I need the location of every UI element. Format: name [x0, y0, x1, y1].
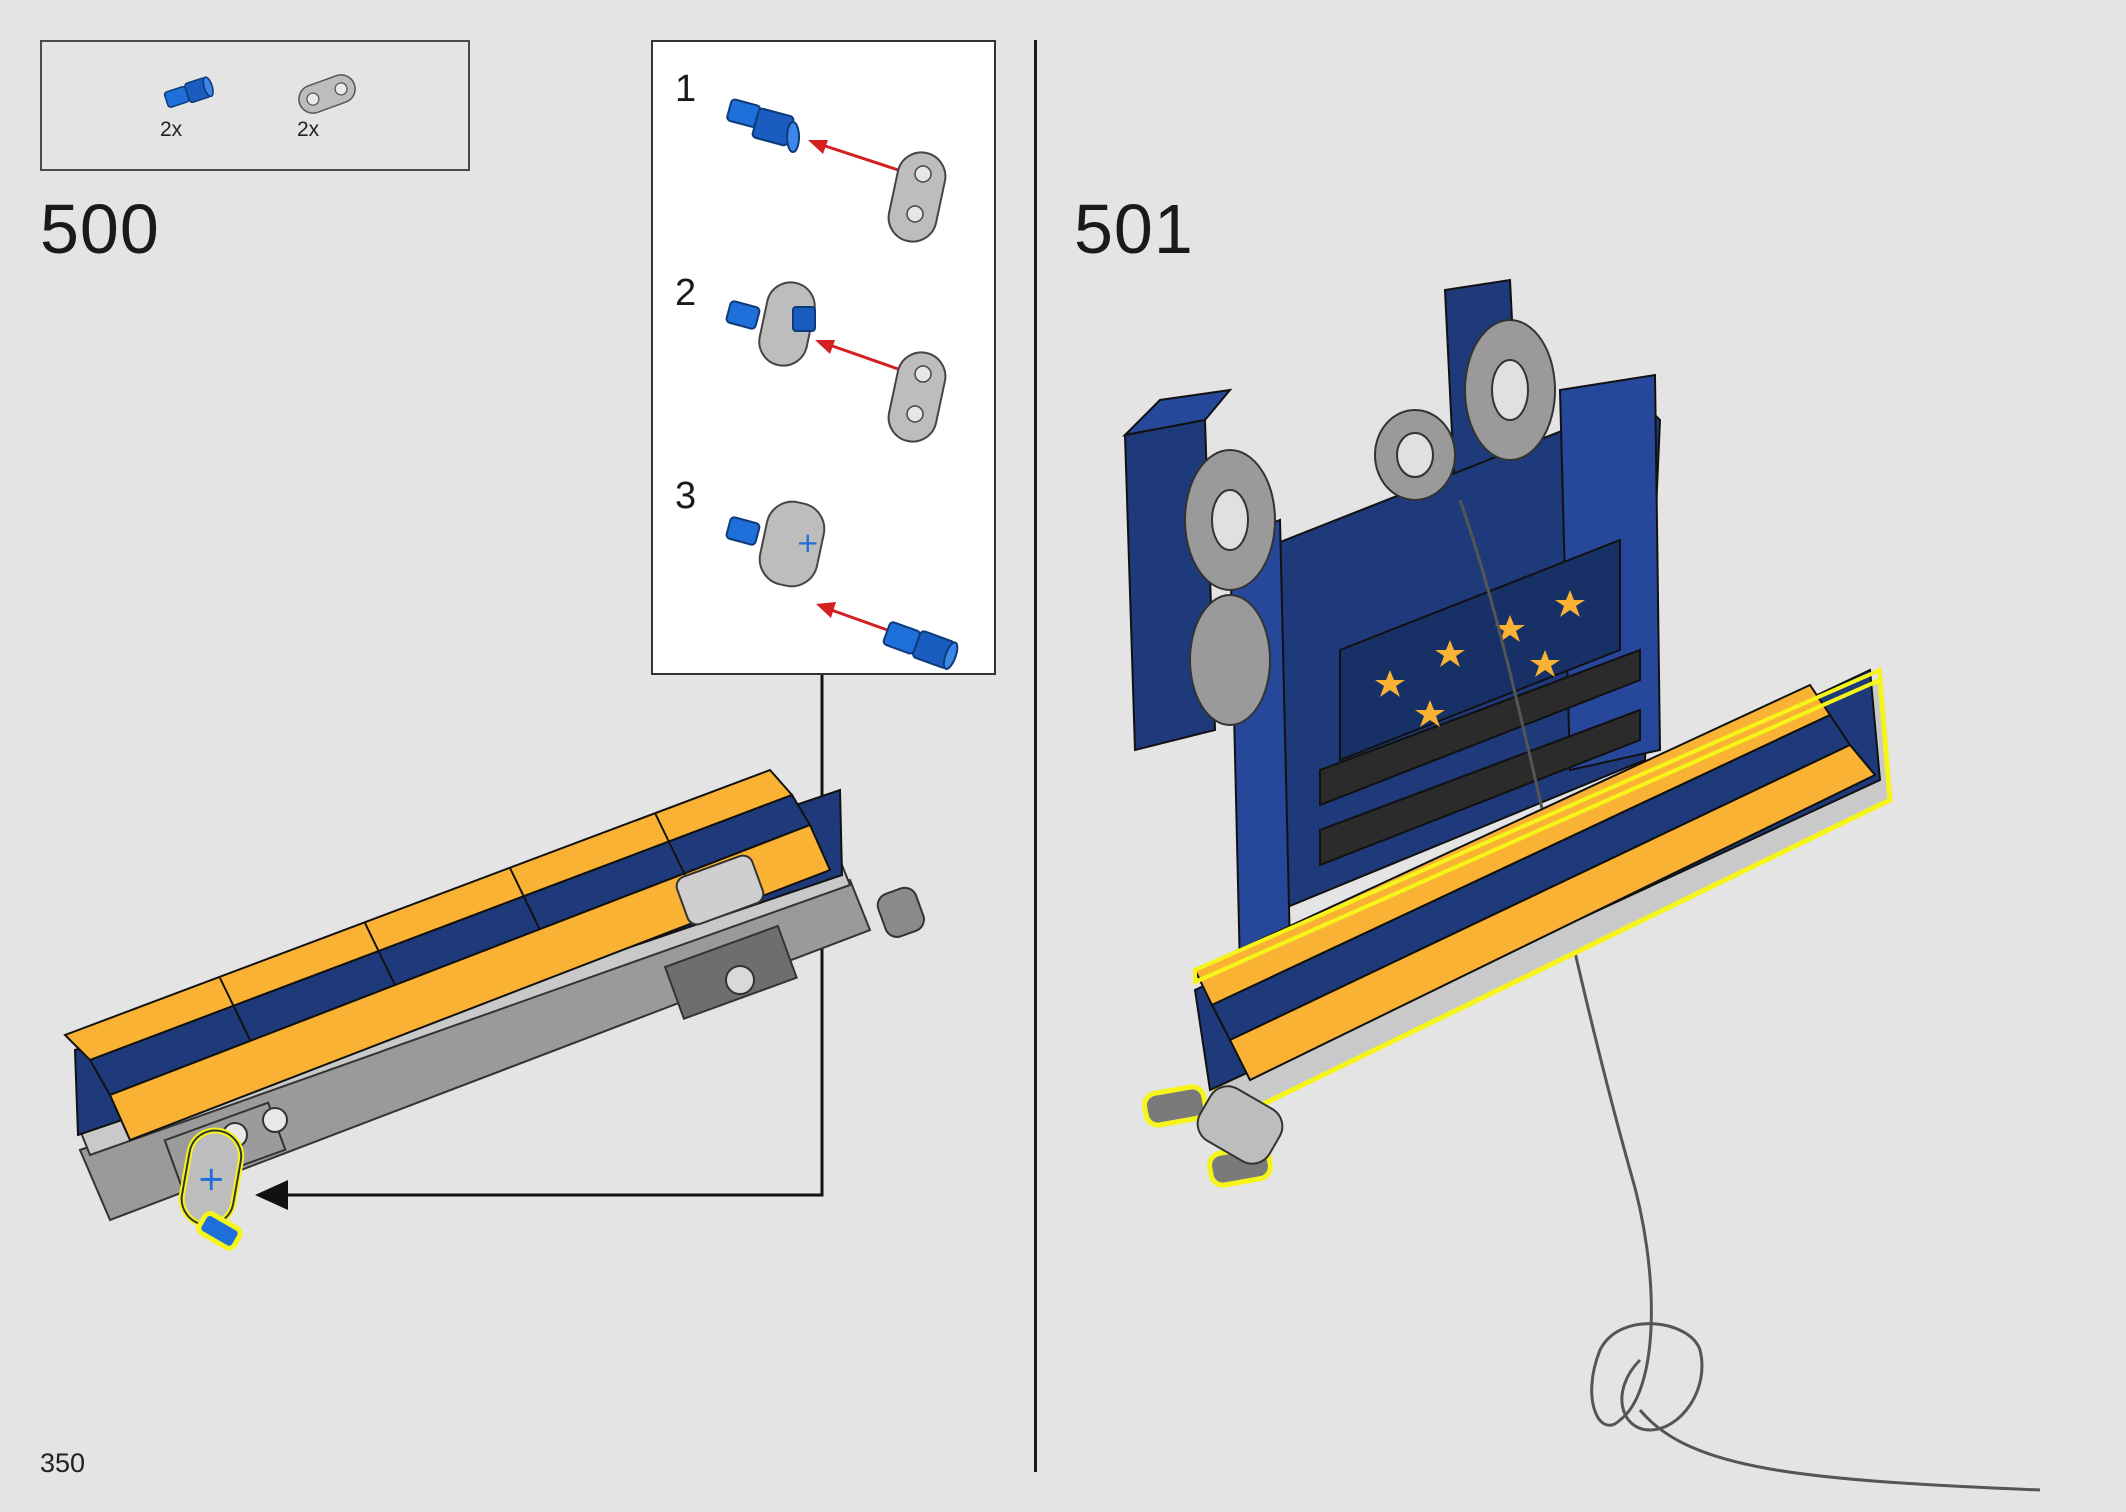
highlighted-beam [1193, 666, 1893, 1129]
part-quantity-liftarm: 2x [297, 118, 320, 141]
new-liftarm-highlight: + [178, 1127, 245, 1251]
front-pins [1142, 1084, 1284, 1188]
blue-pin-icon [726, 98, 800, 153]
svg-text:+: + [796, 526, 819, 559]
step-number-501: 501 [1074, 190, 1194, 268]
page-divider [1034, 40, 1037, 1472]
gray-liftarm-icon [887, 151, 947, 243]
substep-1-illustration [726, 98, 947, 243]
svg-text:+: + [197, 1159, 226, 1199]
star-tile-panel [1339, 538, 1621, 762]
blue-axle-pin-part-icon [163, 76, 214, 108]
substep-3-illustration: + [725, 500, 959, 670]
parts-list-box: 2x 2x [40, 40, 470, 171]
subassembly-box: 1 2 3 + [651, 40, 996, 675]
part-quantity-axle-pin: 2x [160, 118, 183, 141]
step-501-model [1122, 278, 2041, 1492]
gray-liftarm-part-icon [298, 74, 356, 114]
substep-number-1: 1 [675, 68, 697, 110]
step-number-500: 500 [40, 190, 160, 268]
substep-number-3: 3 [675, 475, 697, 517]
substep-2-illustration [725, 281, 947, 443]
step-500-model: + [63, 768, 925, 1251]
substep-number-2: 2 [675, 272, 697, 314]
page-number: 350 [40, 1448, 86, 1478]
